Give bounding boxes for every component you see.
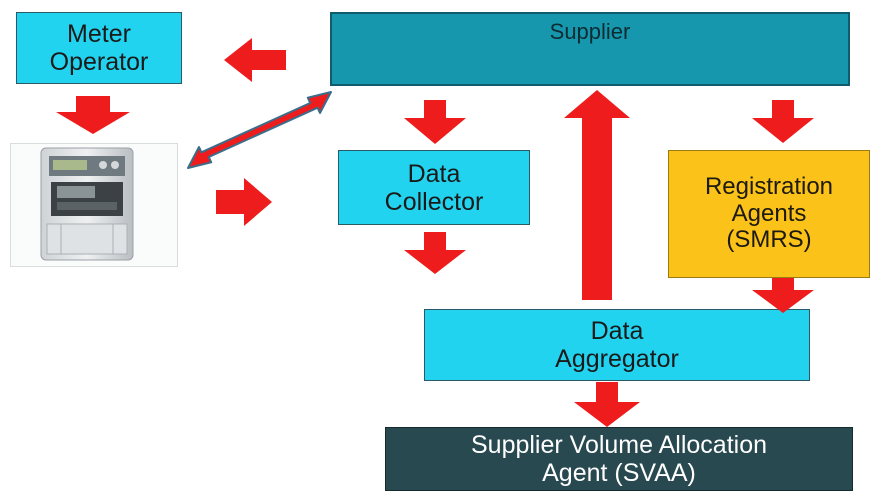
svaa-label-line2: Agent (SVAA)	[542, 459, 696, 487]
arrow-supplier-to-data-collector	[404, 100, 466, 144]
data-aggregator-label-line1: Data	[590, 317, 644, 345]
data-aggregator-label-line2: Aggregator	[555, 345, 679, 373]
data-collector-label-line1: Data	[407, 159, 461, 188]
arrow-data-aggregator-to-svaa	[574, 382, 640, 427]
meter-operator-box: Meter Operator	[16, 12, 182, 84]
arrow-meter-to-data-collector	[216, 178, 272, 226]
registration-agents-label-line3: (SMRS)	[726, 226, 812, 254]
arrow-registration-agents-to-data-aggregator	[752, 278, 814, 313]
svaa-label-line1: Supplier Volume Allocation	[470, 431, 768, 459]
arrow-supplier-to-meter-operator	[224, 38, 286, 82]
supplier-box: Supplier	[330, 12, 850, 86]
svaa-box: Supplier Volume Allocation Agent (SVAA)	[385, 427, 853, 491]
data-collector-box: Data Collector	[338, 150, 530, 225]
registration-agents-label-line2: Agents	[731, 199, 807, 227]
arrow-data-aggregator-to-supplier	[564, 90, 630, 300]
arrow-meter-supplier-bidirectional	[187, 91, 332, 169]
meter-operator-label-line2: Operator	[49, 48, 149, 76]
data-collector-label-line2: Collector	[384, 187, 484, 216]
data-aggregator-box: Data Aggregator	[424, 309, 810, 381]
electricity-meter-icon	[10, 143, 178, 267]
arrow-supplier-to-registration-agents	[752, 100, 814, 143]
supplier-label: Supplier	[549, 19, 631, 44]
arrow-data-collector-down	[404, 232, 466, 274]
registration-agents-label-line1: Registration	[704, 172, 834, 200]
registration-agents-box: Registration Agents (SMRS)	[668, 150, 870, 278]
arrow-meter-operator-to-meter	[56, 96, 130, 134]
meter-operator-label-line1: Meter	[67, 20, 131, 48]
